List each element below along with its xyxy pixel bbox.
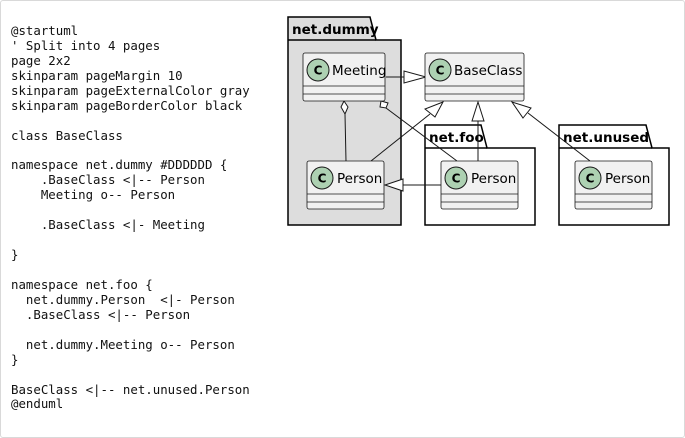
edge-meeting-aggregates-dummy-person: [340, 100, 349, 162]
code-line: .BaseClass <|-- Person: [11, 172, 205, 188]
package-title-net-foo: net.foo: [429, 130, 484, 146]
code-line: }: [11, 351, 19, 367]
code-line: skinparam pageExternalColor gray: [11, 82, 250, 98]
class-name-baseclass: BaseClass: [454, 63, 522, 79]
class-foo-person: C Person: [440, 160, 519, 210]
class-name-meeting: Meeting: [332, 63, 386, 79]
edge-meeting-extends-baseclass: [386, 70, 428, 84]
package-title-net-dummy: net.dummy: [292, 22, 379, 38]
code-line: BaseClass <|-- net.unused.Person: [11, 381, 250, 397]
code-line: }: [11, 247, 19, 263]
class-stereotype-c-icon: C: [428, 58, 452, 82]
class-stereotype-c-icon: C: [444, 166, 468, 190]
package-title-net-unused: net.unused: [563, 130, 649, 146]
code-line: class BaseClass: [11, 127, 123, 143]
code-line: skinparam pageBorderColor black: [11, 97, 243, 113]
class-stereotype-c-icon: C: [306, 58, 330, 82]
svg-text:C: C: [436, 64, 445, 78]
code-line: Meeting o-- Person: [11, 187, 176, 203]
svg-text:C: C: [314, 64, 323, 78]
edge-dummy-person-extends-baseclass: [370, 101, 445, 162]
svg-text:C: C: [318, 172, 327, 186]
class-stereotype-c-icon: C: [578, 166, 602, 190]
class-baseclass: C BaseClass: [424, 52, 525, 102]
class-name-dummy-person: Person: [337, 171, 382, 187]
code-line: ' Split into 4 pages: [11, 37, 161, 53]
code-line: .BaseClass <|- Meeting: [11, 217, 205, 233]
relations: [340, 70, 591, 192]
code-line: namespace net.foo {: [11, 276, 153, 292]
code-line: namespace net.dummy #DDDDDD {: [11, 157, 228, 173]
class-name-unused-person: Person: [605, 171, 650, 187]
edge-foo-person-extends-baseclass: [471, 100, 485, 161]
code-line: net.dummy.Meeting o-- Person: [11, 336, 235, 352]
edge-foo-person-extends-dummy-person: [383, 178, 441, 192]
class-stereotype-c-icon: C: [310, 166, 334, 190]
code-line: skinparam pageMargin 10: [11, 67, 183, 83]
svg-text:C: C: [452, 172, 461, 186]
class-name-foo-person: Person: [471, 171, 516, 187]
edge-meeting-aggregates-foo-person: [379, 100, 458, 162]
edge-unused-person-extends-baseclass: [510, 101, 591, 162]
svg-text:C: C: [586, 172, 595, 186]
class-unused-person: C Person: [574, 160, 653, 210]
class-dummy-person: C Person: [306, 160, 385, 210]
class-meeting: C Meeting: [302, 52, 386, 102]
code-line: .BaseClass <|-- Person: [11, 306, 191, 322]
code-line: @enduml: [11, 396, 64, 412]
code-line: net.dummy.Person <|- Person: [11, 291, 235, 307]
code-line: @startuml: [11, 23, 79, 38]
code-line: page 2x2: [11, 52, 71, 68]
